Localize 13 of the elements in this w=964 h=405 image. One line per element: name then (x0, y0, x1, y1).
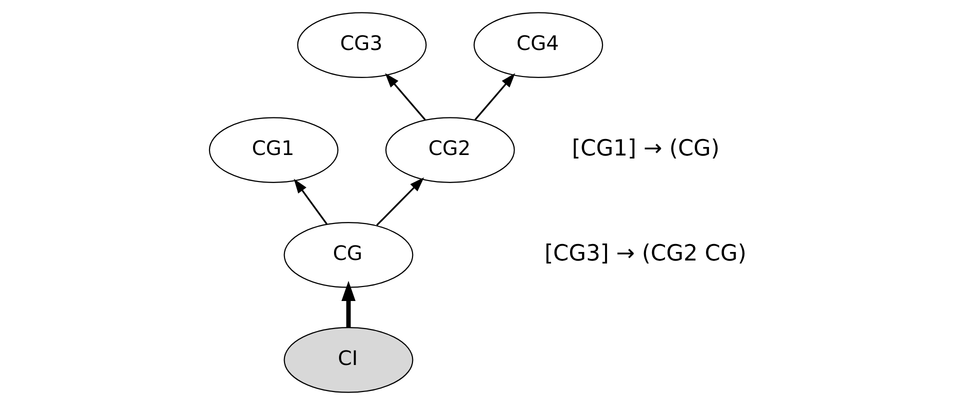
arrow (384, 73, 426, 120)
node-ellipse: CG4 (473, 12, 603, 78)
arrow (376, 177, 424, 226)
label: [CG1] → (CG) (571, 136, 720, 162)
node-ellipse: CG1 (208, 117, 338, 183)
node-ellipse: CI (283, 327, 413, 393)
node-ellipse: CG (283, 222, 413, 288)
arrow (474, 73, 515, 120)
arrow (293, 178, 328, 225)
node-ellipse: CG2 (384, 117, 514, 183)
arrow (340, 280, 356, 328)
node-ellipse: CG3 (296, 12, 426, 78)
label: [CG3] → (CG2 CG) (544, 240, 746, 267)
